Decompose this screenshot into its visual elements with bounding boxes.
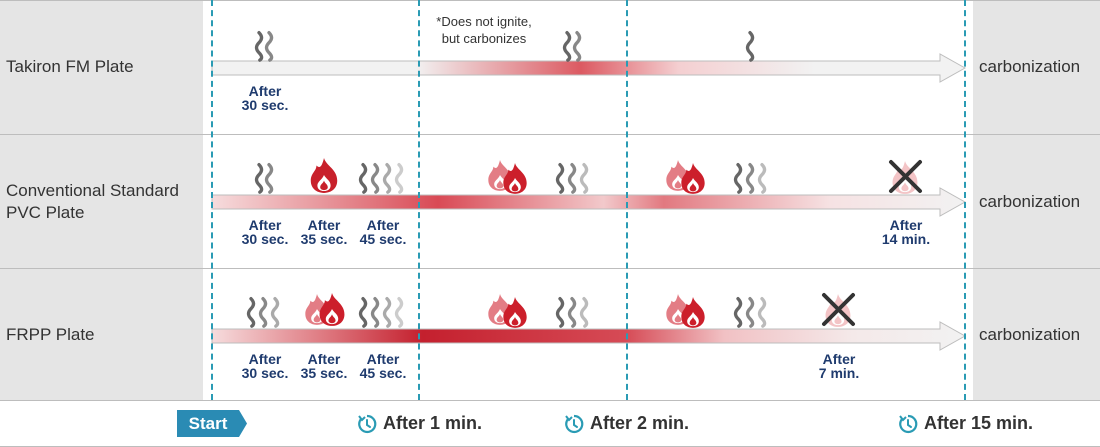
start-line <box>211 0 213 400</box>
row-result-takiron: carbonization <box>973 0 1100 134</box>
time-label: After 45 sec. <box>359 351 407 381</box>
time-label: After 35 sec. <box>300 351 348 381</box>
smoke-icon <box>246 296 280 329</box>
smoke-icon <box>358 296 404 329</box>
time-label: After 45 sec. <box>359 217 407 247</box>
start-marker: Start <box>177 410 247 437</box>
time-label: After 30 sec. <box>241 217 289 247</box>
start-label: Start <box>188 414 228 433</box>
flame-icon <box>310 158 338 193</box>
tick-label-text: After 15 min. <box>924 413 1034 433</box>
extinguished-icon <box>822 293 855 327</box>
row-result-text: carbonization <box>979 324 1081 344</box>
flame-icon <box>488 294 527 328</box>
tick-two-minutes: After 2 min. <box>564 410 689 437</box>
icons-layer <box>246 30 922 329</box>
tick-label-text: After 2 min. <box>590 413 690 433</box>
time-label: After 35 sec. <box>300 217 348 247</box>
fifteen-minute-line <box>964 0 966 400</box>
tick-fifteen-minutes: After 15 min. <box>898 410 1033 437</box>
row-divider <box>0 268 1100 269</box>
smoke-icon <box>254 30 274 63</box>
tick-label-text: After 1 min. <box>383 413 483 433</box>
clock-icon <box>565 414 584 433</box>
smoke-icon <box>745 30 755 63</box>
flame-icon <box>305 293 345 326</box>
smoke-icon <box>733 162 767 195</box>
clock-icon <box>358 414 377 433</box>
smoke-icon <box>358 162 404 195</box>
arrow-takiron <box>211 53 967 83</box>
smoke-icon <box>562 30 582 63</box>
arrow-frpp <box>211 321 967 351</box>
flame-icon <box>666 294 705 328</box>
row-label-text: Takiron FM Plate <box>6 57 134 76</box>
extinguished-icon <box>889 160 922 194</box>
row-divider <box>0 0 1100 1</box>
flame-icon <box>488 160 527 194</box>
smoke-icon <box>555 162 589 195</box>
smoke-icon <box>254 162 274 195</box>
row-label-pvc: Conventional Standard PVC Plate <box>0 135 203 268</box>
flame-icon <box>666 160 705 194</box>
one-minute-line <box>418 0 420 400</box>
row-label-takiron: Takiron FM Plate <box>0 0 203 134</box>
row-result-text: carbonization <box>979 191 1081 211</box>
row-result-pvc: carbonization <box>973 135 1100 268</box>
time-label: After 14 min. <box>881 217 931 247</box>
smoke-icon <box>555 296 589 329</box>
note-text: *Does not ignite, but carbonizes <box>436 14 532 46</box>
row-label-text: FRPP Plate <box>6 324 95 344</box>
row-divider <box>0 134 1100 135</box>
time-label: After 30 sec. <box>241 83 289 113</box>
tick-one-minute: After 1 min. <box>357 410 482 437</box>
row-result-frpp: carbonization <box>973 269 1100 400</box>
row-label-frpp: FRPP Plate <box>0 269 203 400</box>
start-arrow-shape <box>177 410 247 437</box>
clock-icon <box>899 414 918 433</box>
row-label-text: Conventional Standard PVC Plate <box>6 180 179 222</box>
time-label: After 30 sec. <box>241 351 289 381</box>
two-minute-line <box>626 0 628 400</box>
smoke-icon <box>733 296 767 329</box>
arrow-pvc <box>211 187 967 217</box>
row-result-text: carbonization <box>979 57 1081 76</box>
time-label: After 7 min. <box>818 351 860 381</box>
